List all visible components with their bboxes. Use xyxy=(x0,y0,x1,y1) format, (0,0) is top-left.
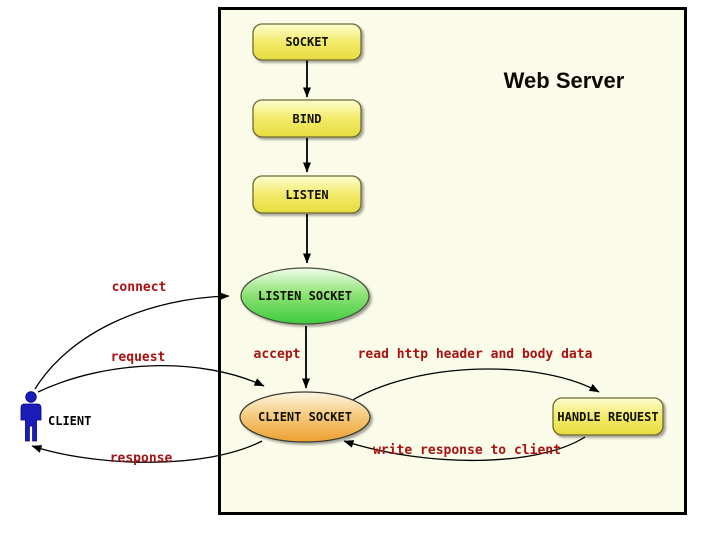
node-client-socket: CLIENT SOCKET xyxy=(239,391,371,443)
arrow-write-response xyxy=(343,436,586,462)
edge-label-request: request xyxy=(111,350,166,365)
arrow-response xyxy=(31,440,263,463)
node-listen-socket: LISTEN SOCKET xyxy=(240,267,370,325)
node-bind: BIND xyxy=(252,99,362,138)
node-bind-label: BIND xyxy=(293,112,322,126)
edge-label-read: read http header and body data xyxy=(358,347,593,362)
edge-label-write: write response to client xyxy=(373,443,561,458)
person-icon xyxy=(20,391,42,442)
node-listen: LISTEN xyxy=(252,175,362,214)
node-handle-request: HANDLE REQUEST xyxy=(552,397,664,436)
web-server-title: Web Server xyxy=(504,68,625,93)
arrow-connect xyxy=(34,292,230,390)
node-socket: SOCKET xyxy=(252,23,362,61)
node-client-socket-label: CLIENT SOCKET xyxy=(258,410,352,424)
node-bind-shape xyxy=(252,99,362,138)
client-label: CLIENT xyxy=(48,414,91,428)
node-listen-label: LISTEN xyxy=(285,188,328,202)
arrow-read-request xyxy=(350,368,600,402)
edge-label-accept: accept xyxy=(254,347,301,362)
edge-label-connect: connect xyxy=(112,280,167,295)
client-actor: CLIENT xyxy=(20,391,91,442)
arrow-request xyxy=(37,365,265,393)
node-socket-shape xyxy=(252,23,362,61)
node-handle-request-shape xyxy=(552,397,664,436)
edge-label-response: response xyxy=(110,451,173,466)
node-socket-label: SOCKET xyxy=(285,35,328,49)
node-listen-socket-shape xyxy=(240,267,370,325)
node-client-socket-shape xyxy=(239,391,371,443)
node-handle-request-label: HANDLE REQUEST xyxy=(557,410,658,424)
node-listen-shape xyxy=(252,175,362,214)
node-listen-socket-label: LISTEN SOCKET xyxy=(258,289,352,303)
